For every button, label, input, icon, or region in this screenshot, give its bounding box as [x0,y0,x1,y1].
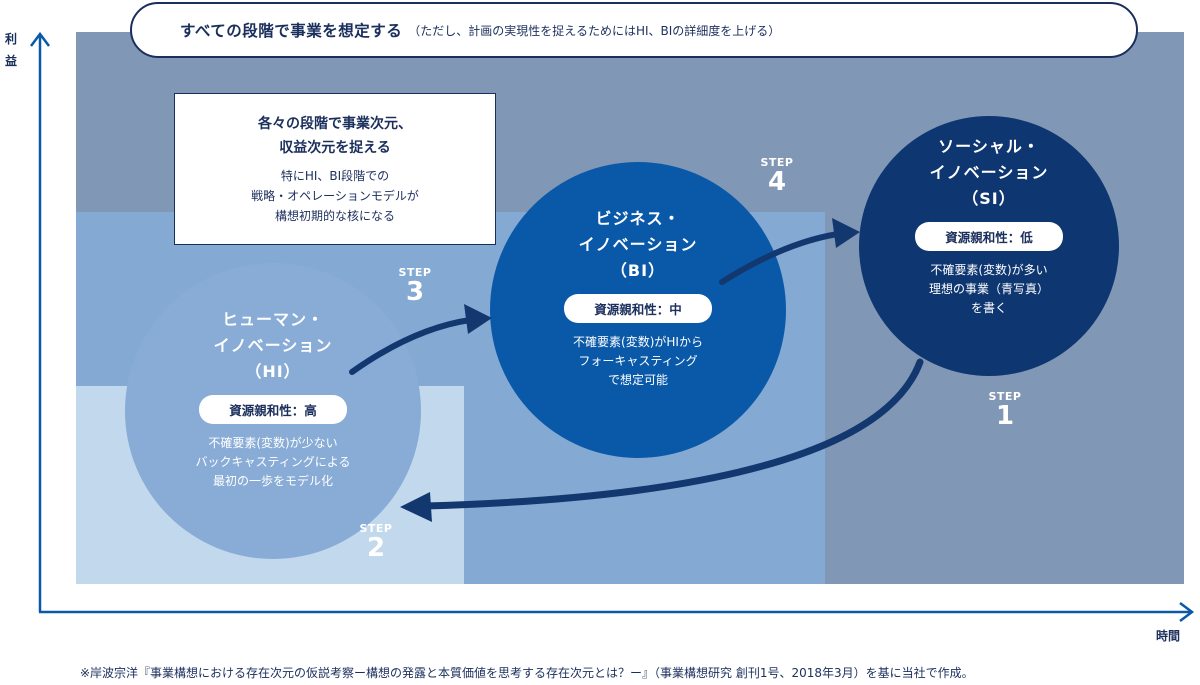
header-banner: すべての段階で事業を想定する （ただし、計画の実現性を捉えるためにはHI、BIの… [130,2,1138,58]
step-4-number: 4 [767,167,787,197]
si-circle: ソーシャル・ イノベーション （SI） 資源親和性：低 不確要素(変数)が多い … [859,116,1119,376]
source-footnote: ※岸波宗洋『事業構想における存在次元の仮説考察ー構想の発露と本質価値を思考する存… [80,666,974,680]
si-resource-affinity-badge: 資源親和性：低 [915,222,1063,251]
y-axis-arrowhead [30,31,50,47]
si-title: ソーシャル・ イノベーション （SI） [929,137,1049,208]
arrow-hi-to-bi [349,317,473,375]
x-axis-label: 時間 [1156,629,1181,643]
step-3-word: STEP [398,266,432,279]
hi-resource-affinity-badge: 資源親和性：高 [199,395,347,424]
step-3: STEP 3 [390,266,440,305]
hi-circle: ヒューマン・ イノベーション （HI） 資源親和性：高 不確要素(変数)が少ない… [125,263,421,559]
step-1: STEP 1 [980,390,1030,429]
arrow-si-to-hi [421,358,924,510]
bi-description: 不確要素(変数)がHIから フォーキャスティング で想定可能 [573,335,703,387]
step-3-number: 3 [405,277,425,307]
banner-title: すべての段階で事業を想定する [180,22,403,40]
step-4: STEP 4 [752,156,802,195]
arrow-hi-to-bi-head [464,304,492,334]
hi-description: 不確要素(変数)が少ない バックキャスティングによる 最初の一歩をモデル化 [195,436,351,488]
bi-circle: ビジネス・ イノベーション （BI） 資源親和性：中 不確要素(変数)がHIから… [490,162,786,458]
arrow-bi-to-si-head [832,218,860,248]
y-axis-label: 利益 [4,32,17,68]
hi-title: ヒューマン・ イノベーション （HI） [213,310,333,381]
callout-box: 各々の段階で事業次元、 収益次元を捉える 特にHI、BI段階での 戦略・オペレー… [174,93,496,245]
step-2-word: STEP [359,522,393,535]
step-1-word: STEP [988,390,1022,403]
bi-title: ビジネス・ イノベーション （BI） [578,209,698,280]
step-1-number: 1 [995,401,1015,431]
bi-resource-affinity-badge: 資源親和性：中 [564,294,712,323]
step-2: STEP 2 [351,522,401,561]
step-4-word: STEP [760,156,794,169]
callout-body: 特にHI、BI段階での 戦略・オペレーションモデルが 構想初期的な核になる [251,169,419,223]
arrow-si-to-hi-head [400,492,432,522]
step-2-number: 2 [366,533,386,563]
banner-subtitle: （ただし、計画の実現性を捉えるためにはHI、BIの詳細度を上げる） [408,23,781,38]
arrow-bi-to-si [719,231,841,285]
x-axis-arrowhead [1179,602,1195,622]
callout-title: 各々の段階で事業次元、 収益次元を捉える [258,116,412,156]
si-description: 不確要素(変数)が多い 理想の事業（青写真） を書く [928,263,1049,315]
